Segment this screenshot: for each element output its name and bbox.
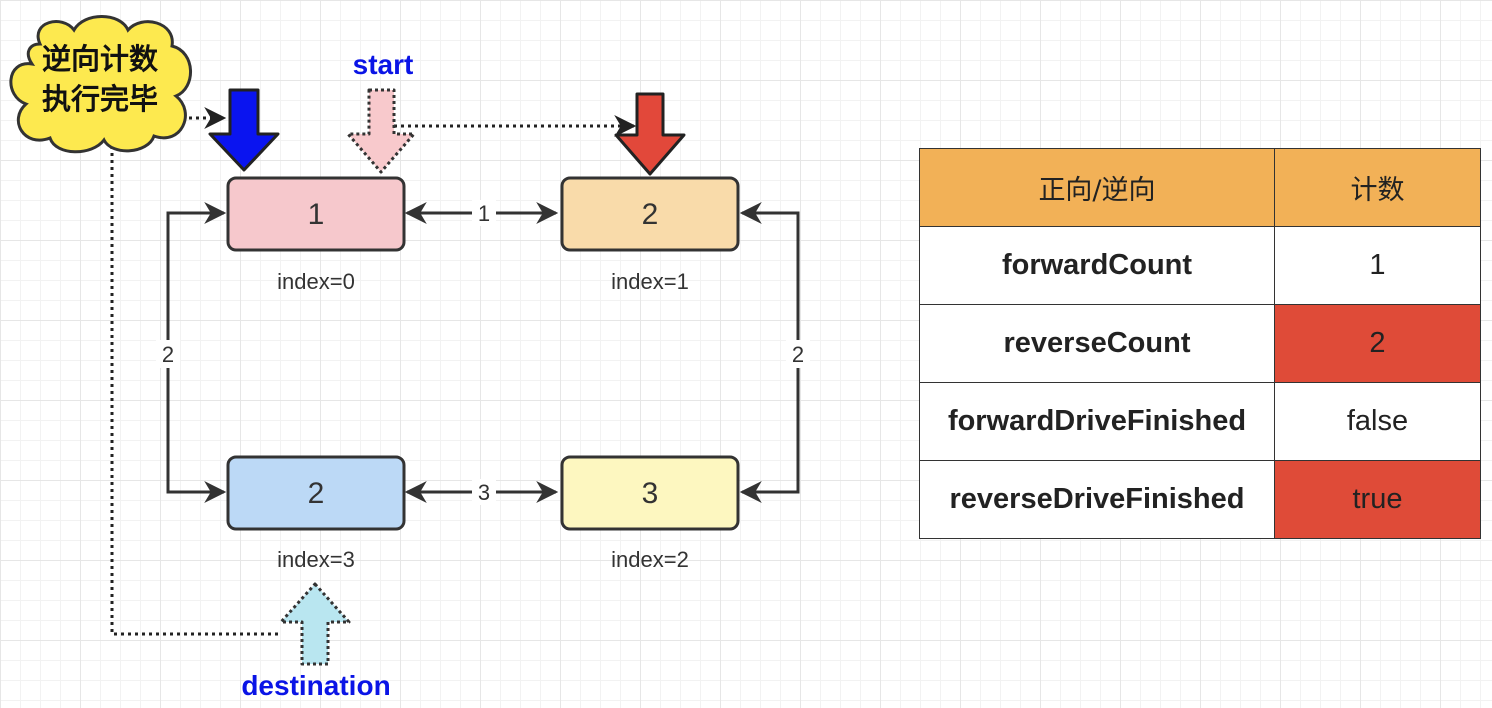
cloud-text-line1: 逆向计数 xyxy=(42,42,159,76)
row-name: reverseDriveFinished xyxy=(919,460,1275,539)
node-value: 2 xyxy=(308,477,325,510)
node-index-label: index=3 xyxy=(277,547,355,572)
row-value: false xyxy=(1274,382,1481,461)
table-header-row: 正向/逆向 计数 xyxy=(919,148,1481,227)
cloud-callout: 逆向计数 执行完毕 xyxy=(9,15,192,154)
node-value: 3 xyxy=(642,477,659,510)
edge-1-2: 2 xyxy=(739,202,810,503)
row-name: forwardDriveFinished xyxy=(919,382,1275,461)
edge-0-3-label: 2 xyxy=(162,342,174,367)
edge-3-2-label: 3 xyxy=(478,480,490,505)
start-label: start xyxy=(353,49,414,80)
red-down-arrow-icon xyxy=(614,92,686,176)
state-table: 正向/逆向 计数 forwardCount 1 reverseCount 2 f… xyxy=(919,148,1481,539)
node-index-2: 3 index=2 xyxy=(560,455,740,572)
table-row: forwardDriveFinished false xyxy=(919,382,1481,461)
start-down-arrow-icon xyxy=(346,88,416,174)
node-index-label: index=2 xyxy=(611,547,689,572)
table-row: reverseDriveFinished true xyxy=(919,460,1481,539)
node-index-label: index=1 xyxy=(611,269,689,294)
edge-1-2-label: 2 xyxy=(792,342,804,367)
edge-0-3: 2 xyxy=(156,202,227,503)
node-index-1: 2 index=1 xyxy=(560,176,740,294)
destination-up-arrow-icon xyxy=(279,582,351,666)
table-row: forwardCount 1 xyxy=(919,226,1481,305)
edge-0-1: 1 xyxy=(404,200,559,226)
cloud-text-line2: 执行完毕 xyxy=(42,82,158,116)
destination-label: destination xyxy=(241,670,390,701)
table-row: reverseCount 2 xyxy=(919,304,1481,383)
node-index-label: index=0 xyxy=(277,269,355,294)
node-index-3: 2 index=3 xyxy=(226,455,406,572)
edge-3-2: 3 xyxy=(404,479,559,505)
row-name: reverseCount xyxy=(919,304,1275,383)
node-value: 1 xyxy=(308,198,325,231)
node-index-0: 1 index=0 xyxy=(226,176,406,294)
row-name: forwardCount xyxy=(919,226,1275,305)
header-direction: 正向/逆向 xyxy=(919,148,1275,227)
edge-0-1-label: 1 xyxy=(478,201,490,226)
row-value-highlighted: 2 xyxy=(1274,304,1481,383)
node-value: 2 xyxy=(642,198,659,231)
row-value: 1 xyxy=(1274,226,1481,305)
header-count: 计数 xyxy=(1274,148,1481,227)
row-value-highlighted: true xyxy=(1274,460,1481,539)
blue-down-arrow-icon xyxy=(208,88,280,172)
